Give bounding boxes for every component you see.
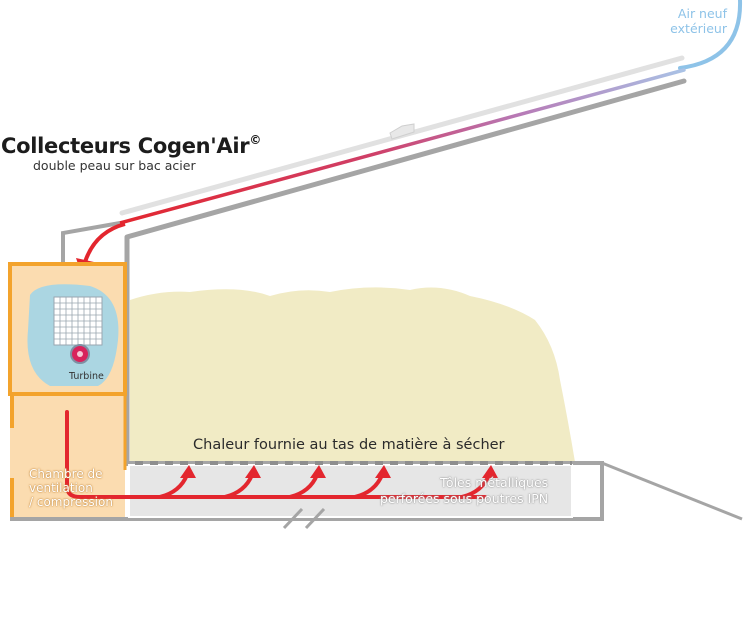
steel-deck-roof bbox=[124, 78, 687, 240]
break-symbol bbox=[282, 507, 326, 530]
exit-ramp bbox=[601, 461, 743, 521]
air-plenum bbox=[129, 465, 572, 517]
turbine-label: Turbine bbox=[69, 371, 104, 382]
hot-air-floor-path bbox=[65, 410, 487, 499]
collector-clip-icon bbox=[389, 123, 415, 140]
turbine-grid-icon bbox=[53, 296, 103, 346]
hot-air-down-arrow bbox=[83, 222, 126, 263]
chamber-label: Chambre de ventilation / compression bbox=[29, 467, 113, 509]
fresh-air-label: Air neuf extérieur bbox=[670, 6, 727, 36]
heat-supplied-label: Chaleur fournie au tas de matière à séch… bbox=[193, 437, 505, 453]
perforated-sheets-label: Tôles métalliques perforées sous poutres… bbox=[380, 475, 549, 506]
heated-air-channel bbox=[118, 68, 686, 225]
diagram-subtitle: double peau sur bac acier bbox=[33, 158, 196, 173]
intake-duct bbox=[61, 221, 121, 265]
fresh-air-inlet-arrow bbox=[678, 0, 743, 70]
upward-heat-arrowheads bbox=[180, 465, 498, 478]
diagram-title: Collecteurs Cogen'Air© bbox=[1, 133, 262, 158]
material-pile bbox=[130, 287, 575, 462]
